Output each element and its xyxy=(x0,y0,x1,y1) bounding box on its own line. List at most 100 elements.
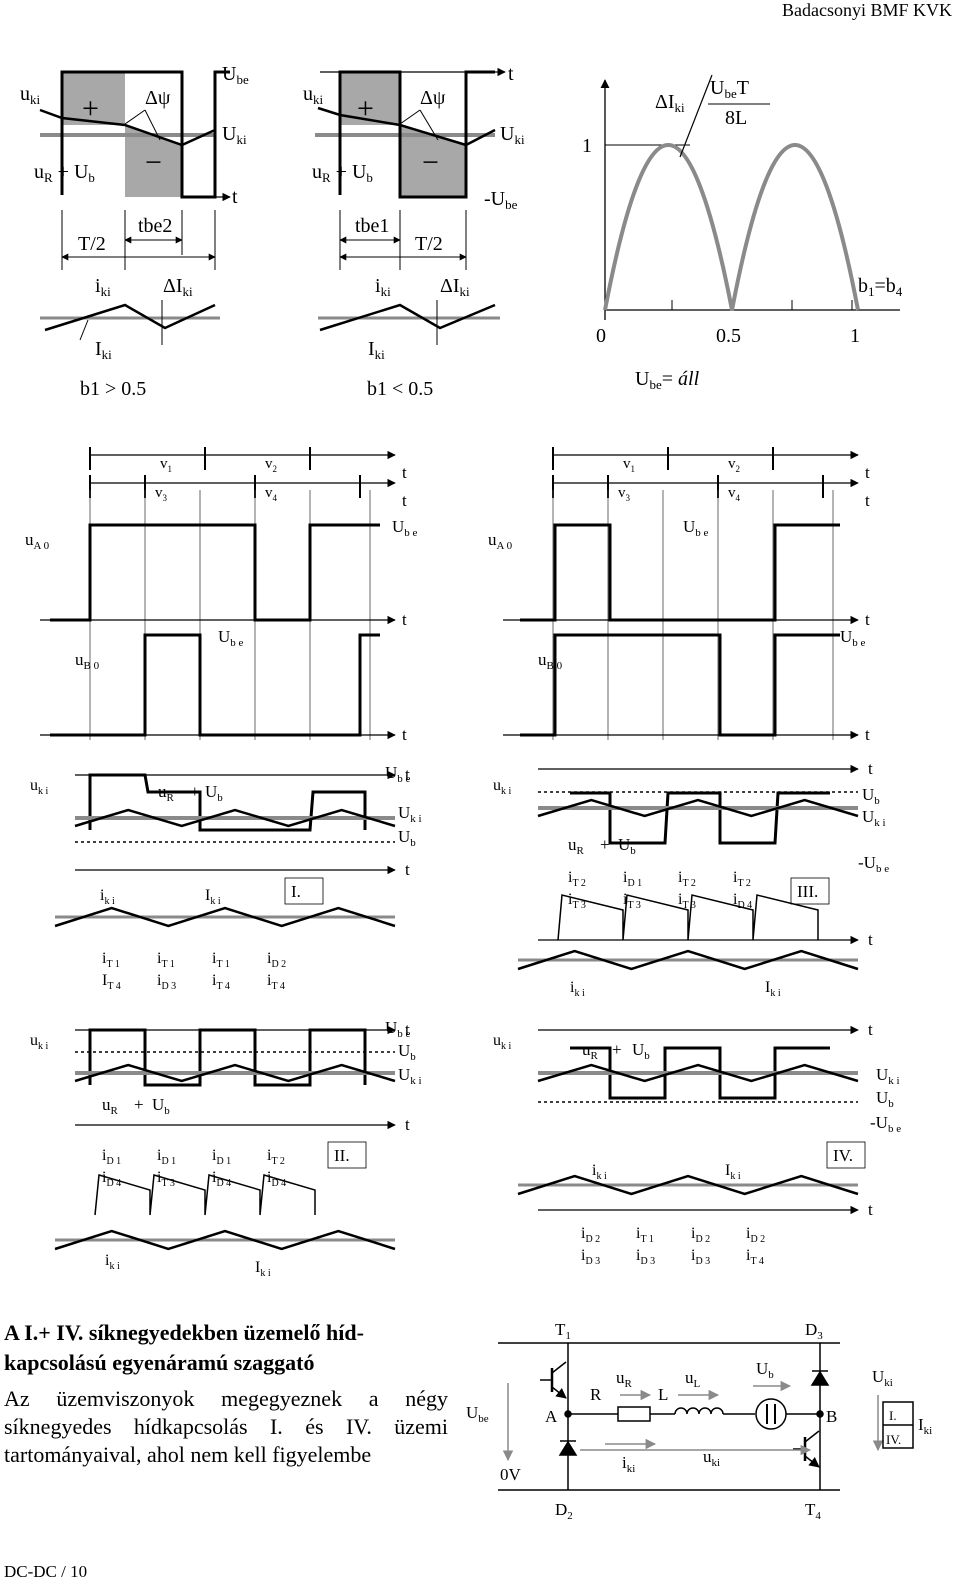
label-iki: ik i xyxy=(105,1252,120,1272)
current-label-bottom: iT 4 xyxy=(212,972,230,992)
label-v1: v1 xyxy=(623,456,635,474)
quadrant-III: III.iT 2iT 3iD 1iT 3iT 2iT 3iT 2iD 4uk i… xyxy=(493,759,873,971)
label-t: t xyxy=(405,1020,410,1039)
roman-box xyxy=(327,1141,367,1169)
figure-top-middle xyxy=(315,67,506,345)
label-uki: uk i xyxy=(30,777,49,797)
wave-iki xyxy=(54,1229,396,1251)
label-t: t xyxy=(402,725,407,744)
current-label-top: iD 1 xyxy=(212,1147,231,1167)
label-Iki-2: Iki xyxy=(368,338,385,362)
current-label-bottom: iT 3 xyxy=(568,891,586,911)
label-Uki-circuit: Uki xyxy=(872,1367,893,1389)
wave-iki xyxy=(54,906,396,928)
label-neg-ube: -Ube xyxy=(484,188,518,212)
label-t: t xyxy=(405,860,410,879)
label-Ub: Ub xyxy=(756,1359,774,1381)
wave-uki xyxy=(570,791,830,845)
label-v3: v3 xyxy=(155,485,168,503)
label-iki: ik i xyxy=(100,887,115,907)
section-heading: A I.+ IV. síknegyedekben üzemelő híd- ka… xyxy=(4,1318,474,1378)
label-uki-avg: Uk i xyxy=(862,807,886,829)
roman-box xyxy=(790,877,830,905)
body-paragraph: Az üzemviszonyok megegyeznek a négy síkn… xyxy=(4,1386,448,1467)
label-B: B xyxy=(826,1407,837,1426)
label-ube-d: Ub e xyxy=(840,627,866,649)
label-b1-b4: b1=b4 xyxy=(858,275,903,299)
quadrant-IV: IV.iD 2iD 3iT 1iD 3iD 2iD 3iD 2iT 4uk it… xyxy=(493,1020,873,1267)
wave-iki xyxy=(517,949,859,971)
wave-ur-ub xyxy=(537,798,859,818)
figure-top-right xyxy=(600,74,900,320)
label-ur-ub: uR + Ub xyxy=(34,161,95,185)
label-ua0: uA 0 xyxy=(488,530,513,552)
wave-iki xyxy=(517,1174,859,1196)
current-label-top: iT 1 xyxy=(212,950,230,970)
label-denominator: 8L xyxy=(725,107,747,129)
label-Iki: Ik i xyxy=(205,887,221,907)
label-delta-iki-2: ΔIki xyxy=(440,275,470,299)
label-plus-2: + xyxy=(357,92,374,125)
label-xtick-1: 1 xyxy=(850,325,860,347)
label-cond-left: b1 > 0.5 xyxy=(80,378,146,400)
label-Iki-circuit: Iki xyxy=(918,1415,932,1437)
wave-ua0 xyxy=(50,523,380,622)
label-D2: D2 xyxy=(555,1500,573,1522)
heading-line-2: kapcsolású egyenáramú szaggató xyxy=(4,1350,315,1375)
label-t: t xyxy=(405,765,410,784)
label-neg-ube: -Ub e xyxy=(858,853,889,875)
label-ub0: uB 0 xyxy=(75,650,100,672)
label-ur: uR xyxy=(158,782,175,804)
label-ur: uR xyxy=(568,835,585,857)
current-label-bottom: iD 4 xyxy=(212,1169,231,1189)
label-ub: Ub xyxy=(205,782,223,804)
page-header: Badacsonyi BMF KVK xyxy=(782,0,952,20)
label-minus: − xyxy=(145,146,162,179)
label-ub-line: Ub xyxy=(398,827,416,849)
wave-ur-ub xyxy=(74,1063,396,1083)
label-iki-2: iki xyxy=(375,275,391,299)
label-iki: ik i xyxy=(592,1162,607,1182)
current-label-bottom: iT 4 xyxy=(746,1247,764,1267)
label-L: L xyxy=(658,1385,668,1404)
label-v3: v3 xyxy=(618,485,631,503)
label-T1: T1 xyxy=(555,1320,571,1342)
wave-uki xyxy=(88,1028,367,1087)
label-neg-ube: -Ub e xyxy=(870,1113,901,1135)
roman-label: IV. xyxy=(833,1146,853,1165)
label-Iki: Ik i xyxy=(255,1259,271,1279)
label-R: R xyxy=(590,1385,602,1404)
label-plus: + xyxy=(600,835,610,854)
label-ub: Ub xyxy=(152,1095,170,1117)
label-t: t xyxy=(868,1020,873,1039)
current-label-bottom: IT 4 xyxy=(102,972,121,992)
box-label-IV: IV. xyxy=(886,1432,901,1447)
current-label-top: iD 2 xyxy=(581,1225,600,1245)
current-label-top: iD 1 xyxy=(157,1147,176,1167)
label-t: t xyxy=(865,610,870,629)
label-uR: uR xyxy=(616,1368,633,1390)
label-uki: uki xyxy=(20,83,41,107)
label-xtick-05: 0.5 xyxy=(716,325,741,347)
current-label-bottom: iD 3 xyxy=(636,1247,655,1267)
label-tbe1: tbe1 xyxy=(355,215,389,237)
current-label-bottom: iD 3 xyxy=(157,972,176,992)
figure-top-left xyxy=(39,70,231,345)
label-T4: T4 xyxy=(805,1500,821,1522)
current-label-bottom: iD 4 xyxy=(267,1169,286,1189)
label-ub: Ub xyxy=(862,785,880,807)
label-iki-circuit: iki xyxy=(622,1453,635,1475)
current-label-bottom: iD 3 xyxy=(581,1247,600,1267)
wave-ur-ub xyxy=(537,1063,859,1083)
label-di-ripple: ΔIki xyxy=(655,91,685,115)
label-ube-a: Ub e xyxy=(392,517,418,539)
label-plus: + xyxy=(612,1040,622,1059)
figure-quadrant-waveforms: I.iT 1IT 4iT 1iD 3iT 1iT 4iD 2iT 4uk itt… xyxy=(30,759,901,1279)
current-label-top: iD 1 xyxy=(102,1147,121,1167)
wave-uki xyxy=(88,773,367,832)
roman-box xyxy=(284,877,324,905)
label-t: t xyxy=(868,759,873,778)
roman-label: III. xyxy=(797,882,818,901)
wave-ur-ub xyxy=(74,808,396,828)
